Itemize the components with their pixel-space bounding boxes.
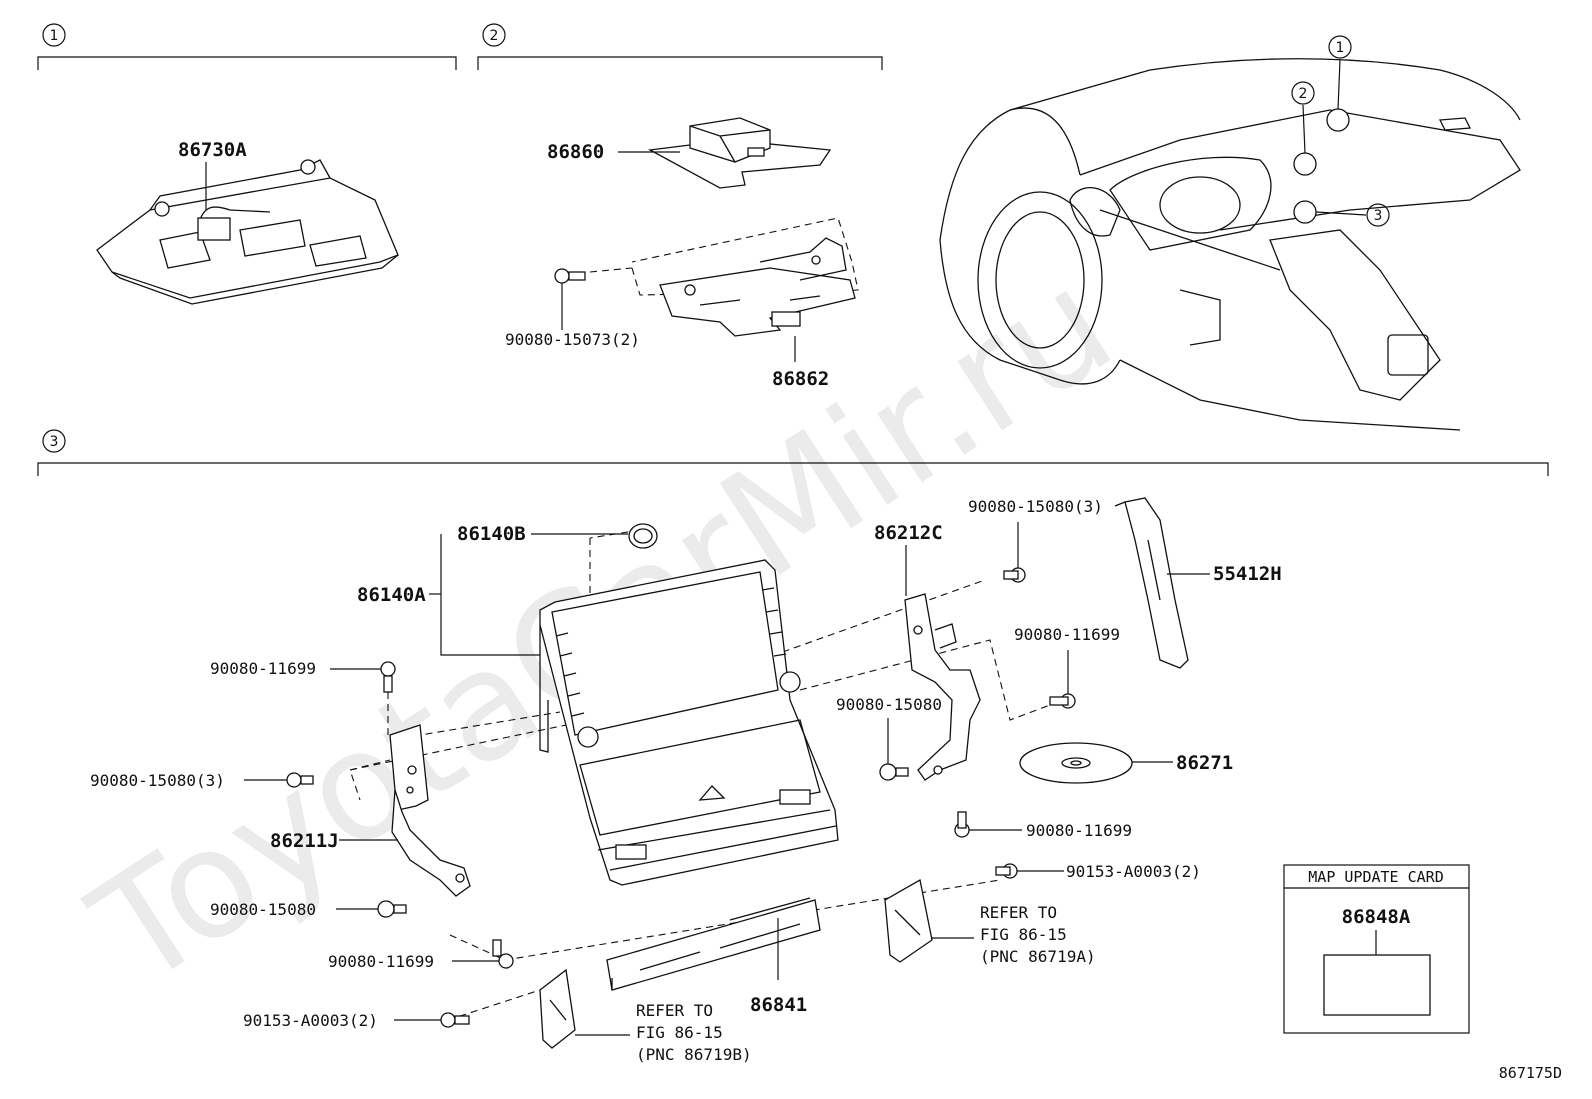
bolt-90080-15080-3-top-label[interactable]: 90080-15080(3)	[968, 497, 1103, 516]
bolt-90153-A0003-left-label[interactable]: 90153-A0003(2)	[243, 1011, 378, 1030]
section-1-header: 1	[37, 23, 457, 70]
bolt-90080-11699-left-label[interactable]: 90080-11699	[210, 659, 316, 678]
part-86862-label[interactable]: 86862	[772, 368, 829, 390]
bolt-90080-15080-left-drawing[interactable]	[377, 900, 407, 918]
part-55412H-drawing[interactable]	[1114, 497, 1189, 669]
callout-1-number: 1	[1336, 40, 1345, 56]
bolt-90080-11699-right-drawing[interactable]	[1049, 693, 1076, 709]
section-1-number: 1	[50, 28, 59, 44]
bolt-90080-15080-right-drawing[interactable]	[879, 763, 909, 781]
part-55412H-label[interactable]: 55412H	[1213, 563, 1282, 585]
section-2-header: 2	[477, 23, 883, 70]
part-86860-drawing[interactable]	[647, 117, 832, 189]
part-86140A-label[interactable]: 86140A	[357, 584, 426, 606]
map-update-card-title: MAP UPDATE CARD	[1308, 868, 1443, 886]
part-86730A-drawing[interactable]	[96, 159, 399, 305]
bolt-90080-11699-right-low-drawing[interactable]	[954, 811, 970, 838]
vehicle-interior-overview	[939, 58, 1521, 431]
bracket-left-drawing[interactable]	[539, 968, 576, 1049]
section-2-number: 2	[490, 28, 499, 44]
callout-3[interactable]: 3	[1293, 200, 1390, 227]
bolt-90080-11699-right-label[interactable]: 90080-11699	[1014, 625, 1120, 644]
part-86140A-drawing[interactable]	[539, 559, 839, 886]
bolt-90080-11699-left-low-drawing[interactable]	[492, 939, 514, 969]
bracket-right-drawing[interactable]	[884, 878, 933, 963]
part-86848A-card[interactable]	[1323, 954, 1431, 1016]
callout-1[interactable]: 1	[1326, 35, 1352, 132]
part-86730A-label[interactable]: 86730A	[178, 139, 247, 161]
part-86212C-drawing[interactable]	[904, 593, 981, 781]
refer-right-line1: REFER TO	[980, 903, 1057, 922]
refer-left-line2: FIG 86-15	[636, 1023, 723, 1042]
part-86841-drawing[interactable]	[606, 897, 821, 991]
bolt-90153-A0003-right-label[interactable]: 90153-A0003(2)	[1066, 862, 1201, 881]
part-86271-drawing[interactable]	[1019, 742, 1133, 784]
part-86848A-label[interactable]: 86848A	[1342, 906, 1411, 928]
bolt-90080-11699-right-low-label[interactable]: 90080-11699	[1026, 821, 1132, 840]
diagram-id: 867175D	[1499, 1064, 1562, 1082]
refer-left-line3: (PNC 86719B)	[636, 1045, 752, 1064]
bolt-90080-11699-left-low-label[interactable]: 90080-11699	[328, 952, 434, 971]
bolt-90153-A0003-right-drawing[interactable]	[995, 863, 1018, 879]
bolt-90080-15080-right-label[interactable]: 90080-15080	[836, 695, 942, 714]
callout-3-number: 3	[1374, 208, 1383, 224]
section-3-header: 3	[37, 429, 1549, 476]
part-86860-label[interactable]: 86860	[547, 141, 604, 163]
part-86212C-label[interactable]: 86212C	[874, 522, 943, 544]
callout-2[interactable]: 2	[1291, 81, 1317, 176]
part-86140B-drawing[interactable]	[628, 523, 658, 549]
map-update-card-box: MAP UPDATE CARD 86848A	[1283, 864, 1470, 1034]
bolt-90080-15073-drawing[interactable]	[554, 268, 586, 284]
refer-left-line1: REFER TO	[636, 1001, 713, 1020]
callout-2-number: 2	[1299, 86, 1308, 102]
bolt-90153-A0003-left-drawing[interactable]	[440, 1012, 470, 1028]
section-3-number: 3	[50, 434, 59, 450]
refer-right-line2: FIG 86-15	[980, 925, 1067, 944]
part-86271-label[interactable]: 86271	[1176, 752, 1233, 774]
part-86211J-drawing[interactable]	[389, 724, 471, 897]
part-86862-drawing[interactable]	[589, 217, 859, 337]
part-86841-label[interactable]: 86841	[750, 994, 807, 1016]
bolt-90080-15073-label[interactable]: 90080-15073(2)	[505, 330, 640, 349]
part-86140B-label[interactable]: 86140B	[457, 523, 526, 545]
bolt-90080-15080-left-label[interactable]: 90080-15080	[210, 900, 316, 919]
bolt-90080-15080-3-left-label[interactable]: 90080-15080(3)	[90, 771, 225, 790]
refer-right-line3: (PNC 86719A)	[980, 947, 1096, 966]
part-86211J-label[interactable]: 86211J	[270, 830, 339, 852]
bolt-90080-15080-3-top-drawing[interactable]	[1003, 567, 1026, 583]
